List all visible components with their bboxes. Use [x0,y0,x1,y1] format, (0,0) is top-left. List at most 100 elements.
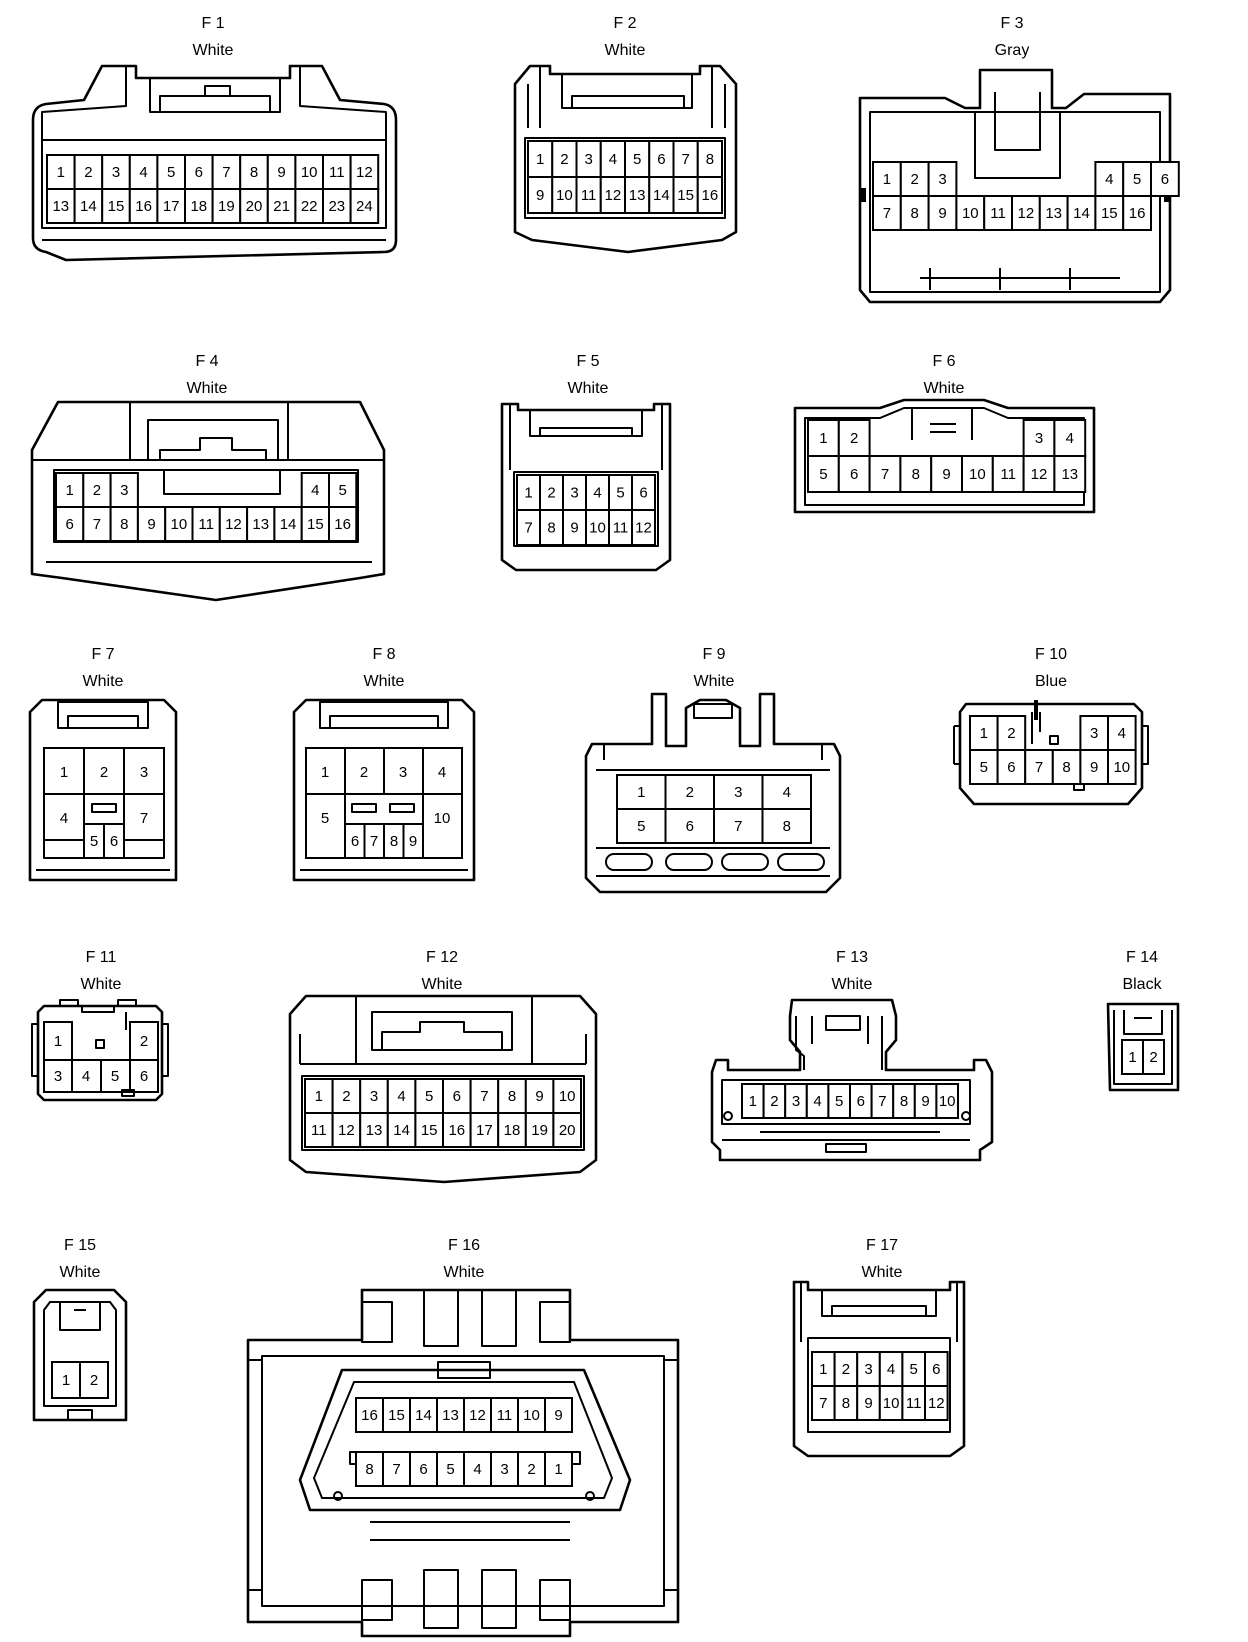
pin-number: 9 [554,1407,562,1424]
pin-cell [1094,195,1125,231]
pin-number: 8 [250,164,258,181]
pin-cell [300,506,331,542]
pin-number: 16 [334,516,351,533]
pin-number: 3 [734,784,742,801]
pin-number: 5 [425,1088,433,1105]
pin: 5 [111,1068,119,1085]
pin-number: 19 [531,1122,548,1139]
connector-f2-color: White [605,42,646,59]
pin-number: 7 [222,164,230,181]
pin-number: 6 [195,164,203,181]
pin-number: 13 [52,198,69,215]
connector-f2-housing [513,64,738,254]
connector-f14-color: Black [1122,976,1162,993]
connector-f14-id: F 14 [1126,949,1158,966]
pin-number: 2 [850,430,858,447]
connector-f6-id: F 6 [932,353,955,370]
pin-number: 10 [171,516,188,533]
pin-number: 3 [1090,725,1098,742]
pin-number: 12 [338,1122,355,1139]
connector-f12-id: F 12 [426,949,458,966]
pin-number: 8 [706,151,714,168]
pin-number: 4 [593,485,601,502]
pin-number: 22 [301,198,318,215]
pin-cell [696,176,723,214]
connector-f3-color: Gray [995,42,1030,59]
pin-number: 2 [342,1088,350,1105]
pin-number: 17 [476,1122,493,1139]
pin-number: 14 [653,187,670,204]
pin-number: 13 [366,1122,383,1139]
pin-number: 6 [932,1361,940,1378]
pin-number: 11 [198,516,214,533]
pin-number: 8 [900,1093,908,1110]
pin-number: 13 [252,516,269,533]
connector-f9-housing [584,692,842,894]
pin-cell [544,1397,573,1433]
pin-cell [355,1451,384,1487]
pin-cell [517,1397,546,1433]
pin-number: 9 [921,1093,929,1110]
pin: 4 [60,810,68,827]
pin-number: 9 [938,205,946,222]
pin-number: 17 [163,198,180,215]
pin-number: 2 [527,1461,535,1478]
pin-number: 3 [792,1093,800,1110]
pin-cell [616,808,667,844]
pin-number: 4 [311,482,319,499]
pin-number: 2 [90,1372,98,1389]
pin-cell [872,195,902,231]
connector-f12-housing [288,994,598,1184]
pin-number: 1 [1128,1049,1136,1066]
connector-f7-pins: 1 2 3 4 5 6 7 [43,747,165,859]
pin-cell [837,419,871,457]
pin-number: 4 [473,1461,481,1478]
pin-cell [1038,195,1069,231]
pin-cell [1107,715,1137,751]
pin-number: 2 [1007,725,1015,742]
pin-number: 11 [311,1122,327,1139]
pin-number: 12 [605,187,622,204]
pin-cell [1107,749,1137,785]
pin-number: 11 [329,164,345,181]
pin-cell [463,1397,492,1433]
pin-number: 12 [1018,205,1035,222]
pin-number: 2 [842,1361,850,1378]
pin-number: 7 [93,516,101,533]
pin-number: 3 [570,485,578,502]
pin: 7 [370,833,378,850]
pin-number: 1 [57,164,65,181]
pin-cell [575,176,602,214]
pin-number: 2 [911,171,919,188]
pin-number: 8 [842,1395,850,1412]
connector-f5-housing [500,402,672,572]
pin: 2 [140,1033,148,1050]
pin: 1 [321,764,329,781]
pin-cell [935,1083,960,1119]
connector-f14-housing [1106,1002,1180,1092]
pin-cell [51,1361,81,1399]
connector-f8-pins: 1 2 3 4 5 6 7 8 9 10 [305,747,463,859]
pin-number: 5 [616,485,624,502]
pin-number: 8 [365,1461,373,1478]
pin-number: 18 [190,198,207,215]
pin: 7 [140,810,148,827]
pin-number: 6 [857,1093,865,1110]
pin-number: 15 [677,187,694,204]
pin-cell [761,808,812,844]
pin: 4 [82,1068,90,1085]
pin-cell [382,1451,411,1487]
pin-number: 14 [1073,205,1090,222]
